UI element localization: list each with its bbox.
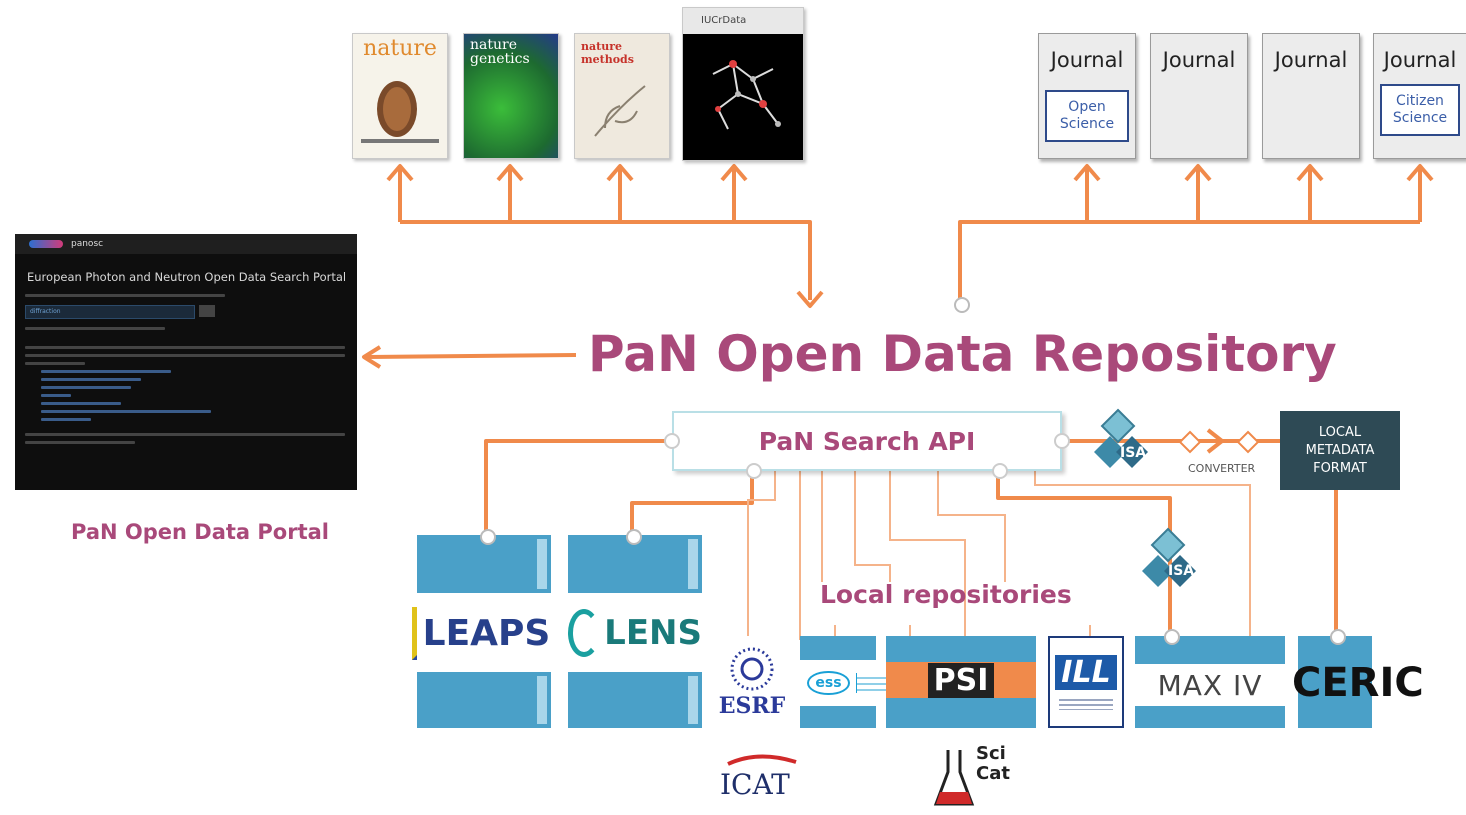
journal-tag: Citizen Science — [1380, 84, 1460, 136]
organization-name: LENS — [604, 613, 702, 653]
publication-cover-nature-genetics: nature genetics — [463, 33, 559, 159]
flask-icon — [933, 750, 975, 806]
ess-logo: ess — [800, 660, 900, 706]
ill-logo: ILL — [1048, 636, 1124, 728]
local-metadata-format-box: LOCAL METADATA FORMAT — [1280, 411, 1400, 490]
portal-brand: panosc — [71, 239, 104, 249]
portal-link-line[interactable] — [41, 402, 121, 405]
leaps-emblem-icon — [411, 606, 417, 660]
lens-logo: LENS — [568, 600, 702, 666]
api-port-dot — [746, 463, 762, 479]
portal-link-line[interactable] — [41, 394, 71, 397]
portal-text-line — [25, 362, 85, 365]
portal-header-bar: panosc — [15, 234, 357, 254]
isa-label: ISA — [1120, 445, 1147, 461]
organization-name: LEAPS — [422, 612, 551, 654]
publication-name: IUCrData — [683, 8, 803, 34]
organization-name: ILL — [1055, 654, 1117, 690]
molecule-structure-icon — [712, 60, 781, 130]
isa-label: ISA — [1168, 563, 1195, 579]
journal-open-science: Journal Open Science — [1038, 33, 1136, 159]
portal-text-line — [25, 346, 345, 349]
portal-link-line[interactable] — [41, 410, 211, 413]
junction-dot — [1164, 629, 1180, 645]
publication-name: nature genetics — [470, 37, 530, 67]
journal-title: Journal — [1050, 48, 1124, 72]
journal-generic-3: Journal — [1262, 33, 1360, 159]
converter-arrow-icon — [1178, 430, 1260, 454]
portal-search-input[interactable]: diffraction — [25, 305, 195, 319]
icat-logo: ICAT — [718, 752, 800, 806]
portal-heading: European Photon and Neutron Open Data Se… — [27, 270, 347, 284]
rack-server-block — [417, 672, 551, 728]
journal-title: Journal — [1383, 48, 1457, 72]
lens-emblem-icon — [568, 609, 601, 657]
portal-caption: PaN Open Data Portal — [71, 520, 329, 544]
isa-diamond-icon — [1142, 527, 1196, 587]
organization-name: CERIC — [1292, 660, 1424, 706]
portal-text-line — [25, 294, 225, 297]
software-name: ICAT — [720, 768, 790, 801]
maxiv-logo: MAX IV — [1135, 664, 1285, 706]
scicat-logo: Sci Cat — [932, 742, 1012, 814]
esrf-logo: ESRF — [716, 636, 788, 728]
leaps-logo: LEAPS — [411, 600, 551, 666]
api-port-dot — [1054, 433, 1070, 449]
portal-link-line[interactable] — [41, 386, 131, 389]
junction-dot — [1330, 629, 1346, 645]
portal-link-line[interactable] — [41, 370, 171, 373]
portal-link-line[interactable] — [41, 378, 141, 381]
portal-text-line — [25, 327, 165, 330]
portal-search-row: diffraction — [25, 305, 347, 319]
portal-text-line — [25, 433, 345, 436]
organization-name: PSI — [927, 662, 995, 698]
journal-title: Journal — [1274, 48, 1348, 72]
publication-name: nature — [363, 36, 437, 61]
esrf-sunburst-icon — [730, 647, 774, 691]
psi-logo: PSI — [886, 662, 1036, 698]
portal-link-line[interactable] — [41, 418, 91, 421]
portal-text-line — [25, 441, 135, 444]
publication-cover-nature: nature — [352, 33, 448, 159]
api-port-dot — [992, 463, 1008, 479]
rack-server-block — [417, 535, 551, 593]
junction-dot — [626, 529, 642, 545]
publication-cover-iucrdata: IUCrData — [682, 7, 804, 161]
api-port-dot — [664, 433, 680, 449]
page-title: PaN Open Data Repository — [588, 325, 1337, 383]
publication-cover-nature-methods: nature methods — [574, 33, 670, 159]
rack-server-block — [1298, 636, 1372, 728]
panosc-logo-icon — [29, 240, 63, 248]
organization-name: ESRF — [718, 693, 786, 719]
journal-citizen-science: Journal Citizen Science — [1373, 33, 1466, 159]
portal-search-button[interactable] — [199, 305, 215, 317]
junction-dot — [480, 529, 496, 545]
search-api-box: PaN Search API — [672, 411, 1062, 471]
ill-tagline-icon — [1059, 695, 1113, 710]
organization-name: ess — [807, 671, 850, 695]
isa-diamond-icon — [1094, 408, 1148, 468]
portal-text-line — [25, 354, 345, 357]
journal-generic-2: Journal — [1150, 33, 1248, 159]
converter-label: CONVERTER — [1188, 462, 1256, 475]
local-repositories-label: Local repositories — [820, 580, 1072, 609]
journal-tag: Open Science — [1045, 90, 1129, 142]
junction-dot — [954, 297, 970, 313]
open-data-portal-screenshot: panosc European Photon and Neutron Open … — [15, 234, 357, 490]
pinecone-illustration-icon — [361, 81, 439, 143]
organization-name: MAX IV — [1157, 668, 1263, 702]
journal-title: Journal — [1162, 48, 1236, 72]
plant-sketch-icon — [594, 85, 646, 137]
publication-name: nature methods — [581, 40, 634, 66]
software-name: Sci Cat — [976, 743, 1010, 784]
ess-text-block-icon — [855, 673, 893, 693]
ceric-logo: CERIC — [1292, 660, 1452, 706]
rack-server-block — [568, 672, 702, 728]
icat-swoosh-icon — [727, 754, 797, 766]
